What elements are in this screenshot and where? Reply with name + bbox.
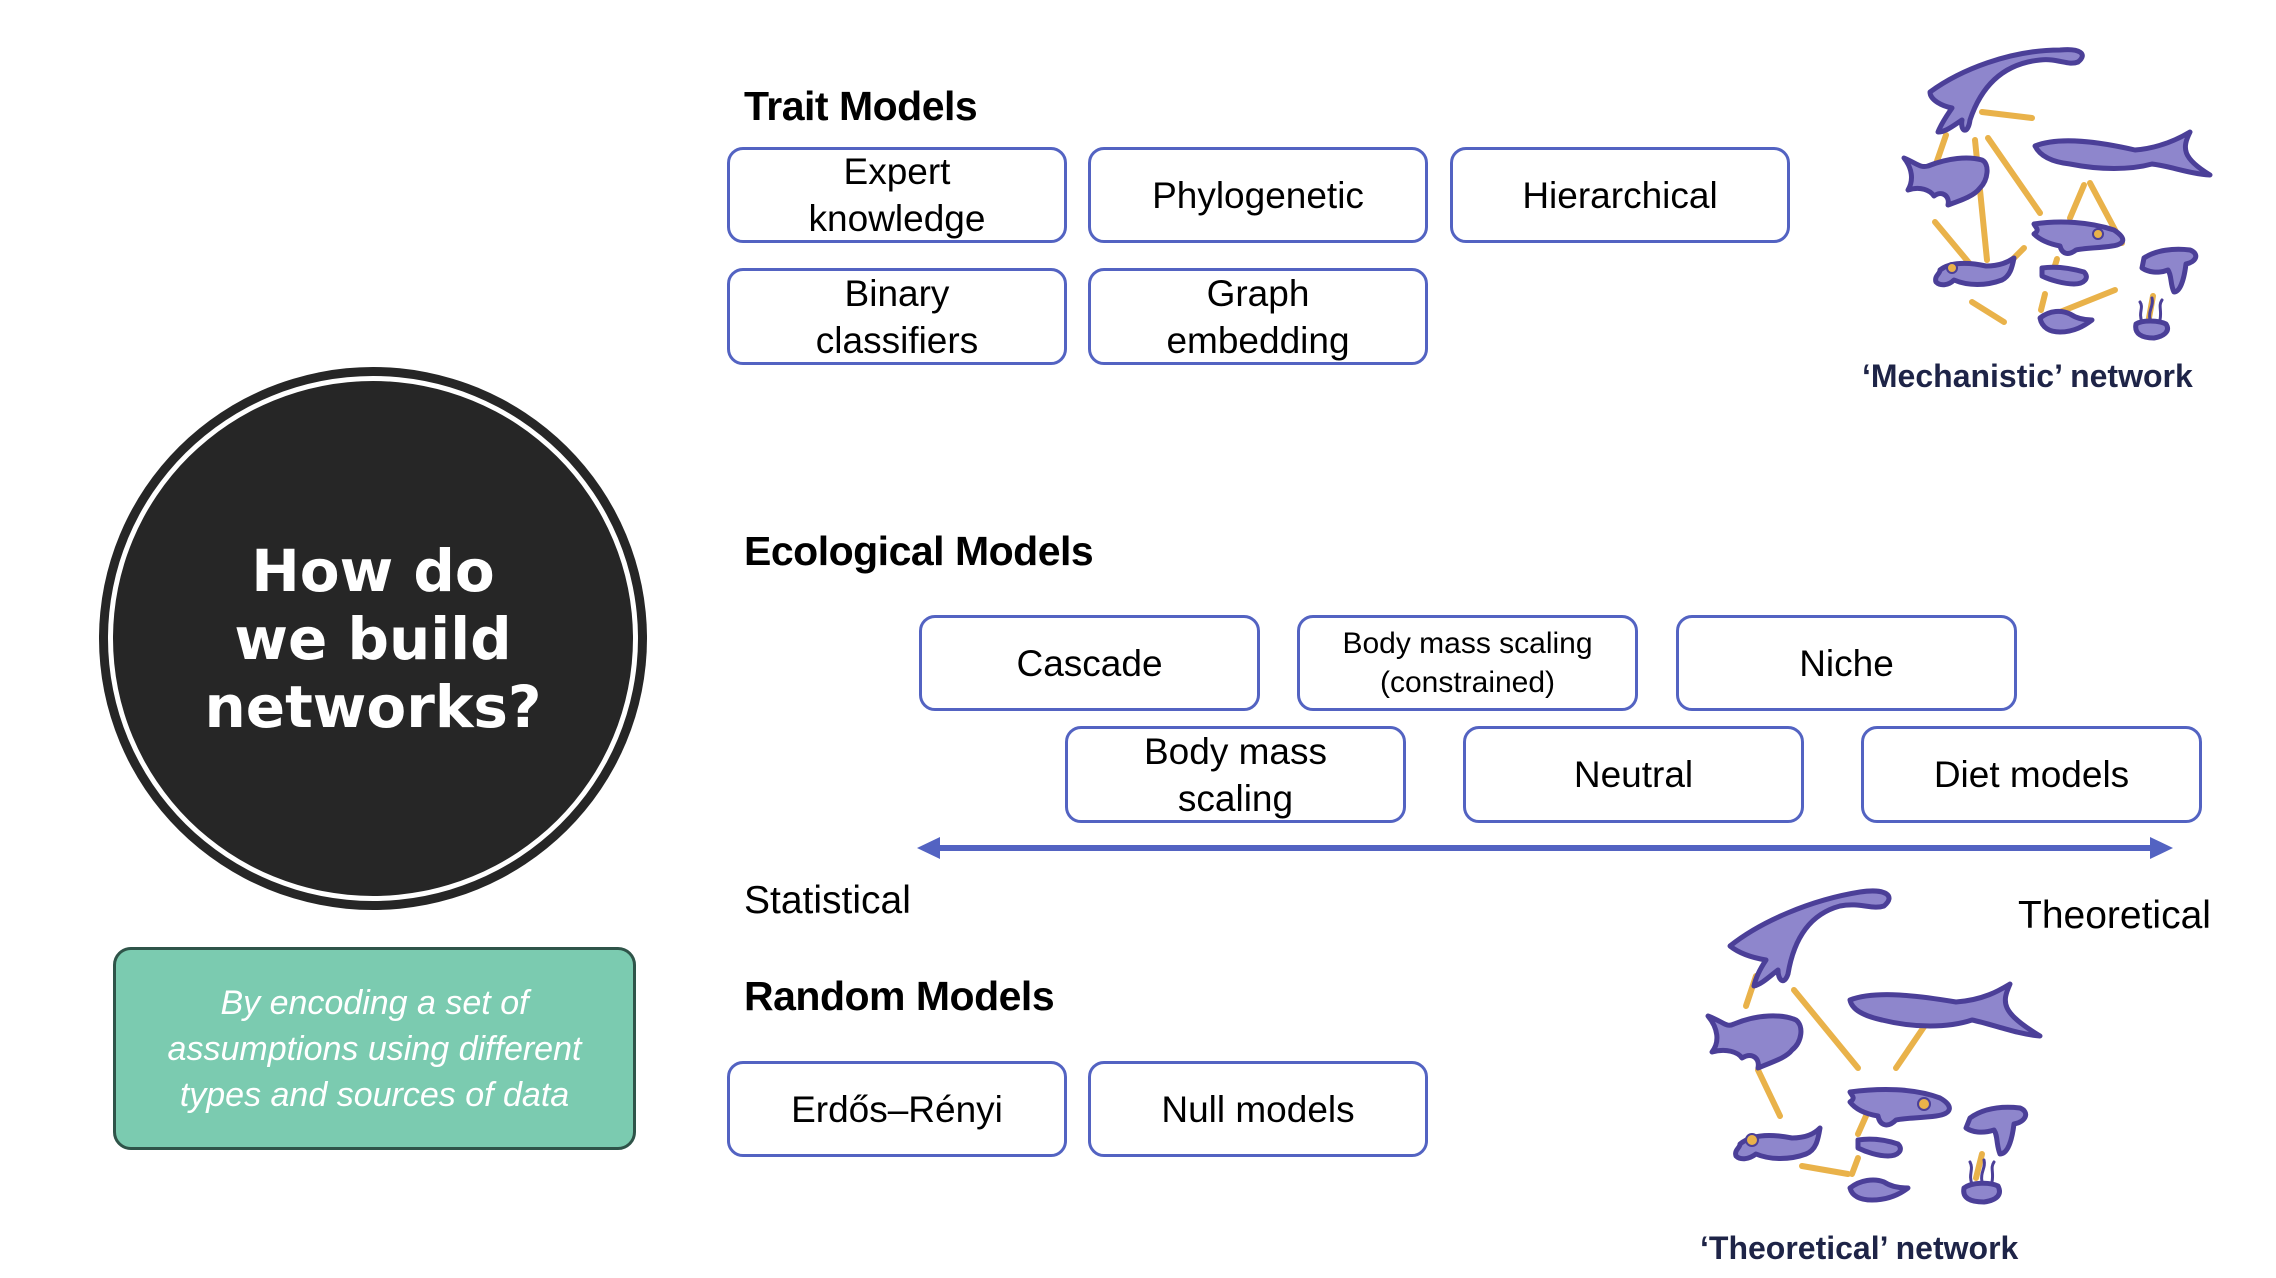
model-box-hierarchical[interactable]: Hierarchical (1450, 147, 1790, 243)
box-line: Erdős–Rényi (791, 1088, 1003, 1130)
question-line: we build (234, 605, 512, 673)
box-line: Graph (1206, 272, 1310, 314)
shrimp-icon (1855, 1136, 1903, 1159)
predatory-fish-icon (1901, 155, 1990, 208)
network-link (1979, 109, 2035, 121)
model-box-erdos-renyi[interactable]: Erdős–Rényi (727, 1061, 1067, 1157)
model-box-null-models[interactable]: Null models (1088, 1061, 1428, 1157)
model-box-diet-models[interactable]: Diet models (1861, 726, 2202, 823)
network-link (1933, 132, 1949, 167)
box-line: Body mass scaling (1342, 627, 1593, 660)
network-link (1985, 135, 2043, 216)
answer-line: By encoding a set of (220, 983, 529, 1022)
box-line: Cascade (1016, 642, 1163, 684)
anemone-tentacles (1968, 1158, 1996, 1186)
circle-inner-ring (108, 376, 638, 901)
network-link (1969, 299, 2007, 325)
anemone-tentacle (2148, 296, 2154, 322)
anomalocarid-icon (2031, 219, 2126, 256)
network-link (1799, 1163, 1851, 1177)
answer-line: assumptions using different (167, 1029, 582, 1068)
network-link (2038, 291, 2048, 313)
network-link (1855, 1113, 1869, 1137)
anemone-icon (1961, 1180, 2002, 1205)
box-line: Diet models (1933, 754, 2130, 795)
answer-line: types and sources of data (179, 1075, 570, 1114)
model-box-body-mass-scaling-constrained[interactable]: Body mass scaling (constrained) (1297, 615, 1638, 711)
anemone-tentacle (1980, 1158, 1986, 1184)
anemone-tentacle (1968, 1160, 1974, 1186)
box-line: (constrained) (1379, 666, 1556, 699)
anemone-icon (2133, 318, 2170, 341)
anemone-tentacle (2138, 300, 2144, 324)
question-line: networks? (204, 673, 542, 741)
anemone-tentacle (2158, 298, 2164, 322)
answer-box: By encoding a set of assumptions using d… (113, 947, 636, 1150)
model-box-cascade[interactable]: Cascade (919, 615, 1260, 711)
box-line: classifiers (815, 319, 979, 361)
creature-eyes (1745, 1097, 1931, 1147)
ray-icon (2037, 308, 2095, 335)
ecological-models-heading: Ecological Models (744, 528, 1094, 574)
network-link (1849, 1155, 1861, 1177)
random-models-heading: Random Models (744, 973, 1055, 1019)
spectrum-label-theoretical: Theoretical (2018, 894, 2211, 937)
creature-eyes (1946, 228, 2104, 274)
turtle-icon (2139, 246, 2199, 295)
model-box-expert-knowledge[interactable]: Expert knowledge (727, 147, 1067, 243)
ichthyosaur-icon (1847, 981, 2043, 1039)
trilobite-crustacean-icon (1733, 1125, 1823, 1162)
box-line: Phylogenetic (1152, 174, 1364, 216)
eye-icon (2092, 228, 2104, 240)
box-line: Hierarchical (1522, 174, 1718, 216)
eye-icon (1917, 1097, 1931, 1111)
box-line: embedding (1166, 319, 1350, 361)
model-box-body-mass-scaling[interactable]: Body mass scaling (1065, 726, 1406, 823)
question-title: How do we build networks? (99, 537, 647, 741)
question-line: How do (251, 537, 495, 605)
plesiosaur-icon (1727, 888, 1892, 989)
eye-icon (1946, 262, 1958, 274)
spectrum-arrow-left-head (917, 837, 940, 859)
network-creatures (1901, 47, 2213, 341)
theoretical-network-illustration (1705, 888, 2043, 1205)
turtle-icon (1963, 1104, 2029, 1157)
ichthyosaur-icon (2032, 129, 2213, 178)
network-links (1743, 973, 1985, 1181)
shrimp-icon (2039, 264, 2089, 287)
network-link (1791, 987, 1861, 1071)
box-line: Neutral (1573, 754, 1694, 795)
mechanistic-network-illustration (1901, 47, 2213, 341)
spectrum-label-statistical: Statistical (744, 879, 911, 922)
box-line: Binary (844, 272, 950, 314)
box-line: Null models (1161, 1088, 1355, 1130)
trait-models-heading: Trait Models (744, 83, 978, 129)
anemone-tentacles (2138, 296, 2164, 324)
model-box-phylogenetic[interactable]: Phylogenetic (1088, 147, 1428, 243)
box-line: knowledge (808, 198, 986, 239)
box-line: Expert (843, 151, 951, 192)
plesiosaur-icon (1927, 47, 2085, 135)
question-circle: How do we build networks? (99, 367, 647, 910)
predatory-fish-icon (1705, 1013, 1804, 1071)
model-box-binary-classifiers[interactable]: Binary classifiers (727, 268, 1067, 365)
eye-icon (1745, 1133, 1759, 1147)
mechanistic-network-label: ‘Mechanistic’ network (1862, 358, 2193, 394)
model-box-niche[interactable]: Niche (1676, 615, 2017, 711)
model-box-neutral[interactable]: Neutral (1463, 726, 1804, 823)
network-link (1755, 1067, 1783, 1119)
anemone-tentacle (1990, 1160, 1996, 1184)
network-link (1932, 219, 1973, 267)
network-creatures (1705, 888, 2043, 1205)
network-link (2067, 182, 2087, 221)
box-line: Body mass (1143, 730, 1327, 772)
network-link (1973, 1151, 1985, 1181)
theoretical-network-label: ‘Theoretical’ network (1700, 1230, 2019, 1266)
ray-icon (1847, 1177, 1911, 1203)
spectrum-arrow-right-head (2150, 837, 2173, 859)
box-line: scaling (1177, 777, 1294, 819)
model-box-graph-embedding[interactable]: Graph embedding (1088, 268, 1428, 365)
box-line: Niche (1799, 642, 1894, 684)
